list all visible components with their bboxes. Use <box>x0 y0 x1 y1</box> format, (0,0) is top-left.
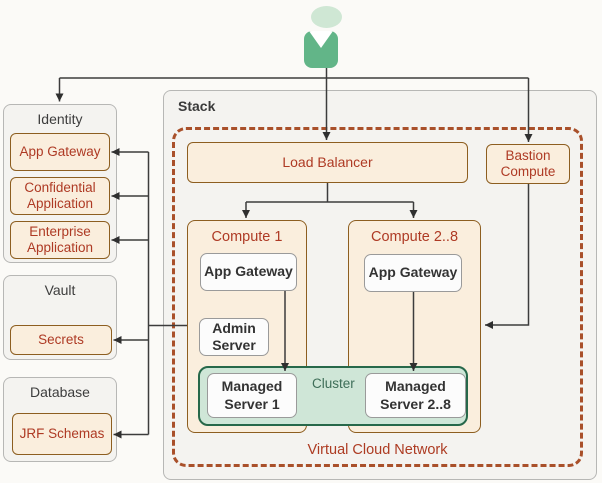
database-jrf-schemas-node: JRF Schemas <box>12 413 112 455</box>
compute1-admin-server-node: Admin Server <box>199 318 269 356</box>
managed-server-1-node: Managed Server 1 <box>207 373 297 418</box>
compute1-label: Compute 1 <box>211 229 283 245</box>
compute1-app-gateway-node: App Gateway <box>200 253 297 291</box>
virtual-cloud-network-region: Virtual Cloud Network <box>172 127 583 467</box>
identity-app-gateway-node: App Gateway <box>10 133 110 171</box>
user-collar-icon <box>309 31 333 48</box>
managed-server-2-8-node: Managed Server 2..8 <box>365 373 466 418</box>
database-title: Database <box>30 384 90 400</box>
identity-title: Identity <box>37 111 83 127</box>
vault-title: Vault <box>44 282 76 298</box>
vault-secrets-node: Secrets <box>10 325 112 355</box>
user-head-icon <box>311 6 342 28</box>
user-icon <box>298 0 354 72</box>
stack-label: Stack <box>178 98 216 114</box>
cluster-label: Cluster <box>312 376 355 391</box>
load-balancer-node: Load Balancer <box>187 142 468 183</box>
user-body-icon <box>304 31 338 68</box>
compute2-label: Compute 2..8 <box>370 229 459 245</box>
compute2-app-gateway-node: App Gateway <box>364 254 462 292</box>
virtual-cloud-network-label: Virtual Cloud Network <box>307 442 448 458</box>
identity-enterprise-application-node: Enterprise Application <box>10 221 110 259</box>
identity-confidential-application-node: Confidential Application <box>10 177 110 215</box>
bastion-compute-node: Bastion Compute <box>486 144 570 184</box>
